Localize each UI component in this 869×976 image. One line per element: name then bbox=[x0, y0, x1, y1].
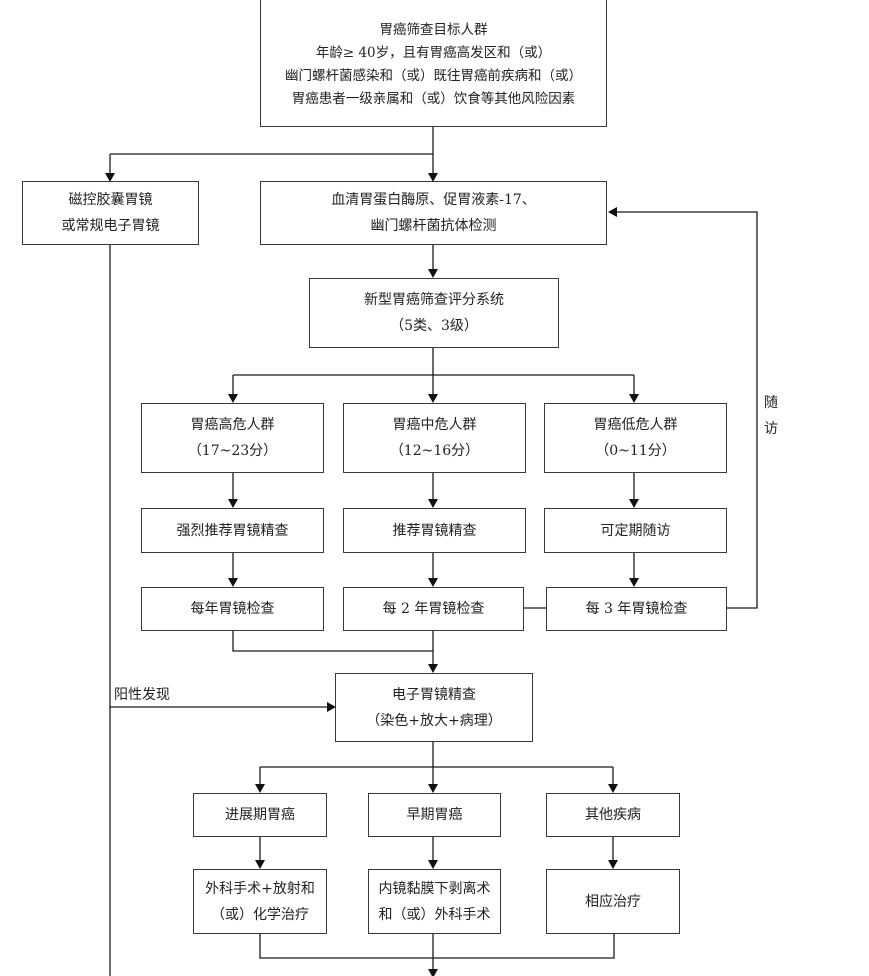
treatment-line: 相应治疗 bbox=[585, 893, 641, 910]
diagnosis-other-box: 其他疾病 bbox=[546, 793, 680, 837]
risk-group-score: （0~11分） bbox=[595, 443, 676, 459]
treatment-line: 外科手术+放射和 bbox=[205, 880, 315, 897]
risk-group-low-box: 胃癌低危人群 （0~11分） bbox=[544, 403, 727, 473]
connector-merge-freq bbox=[232, 630, 433, 652]
arrowhead bbox=[428, 499, 438, 508]
risk-group-score: （12~16分） bbox=[389, 443, 480, 459]
arrowhead bbox=[629, 578, 639, 587]
arrowhead bbox=[629, 499, 639, 508]
diagnosis-early-box: 早期胃癌 bbox=[368, 793, 501, 837]
target-population-box: 胃癌筛查目标人群 年龄≥ 40岁，且有胃癌高发区和（或） 幽门螺杆菌感染和（或）… bbox=[260, 0, 607, 127]
arrowhead bbox=[608, 784, 618, 793]
frequency-text: 每 3 年胃镜检查 bbox=[585, 601, 688, 617]
arrowhead bbox=[428, 860, 438, 869]
target-population-line: 幽门螺杆菌感染和（或）既往胃癌前疾病和（或） bbox=[285, 68, 582, 84]
endoscopy-option-line: 磁控胶囊胃镜 bbox=[68, 192, 153, 208]
arrowhead bbox=[255, 860, 265, 869]
diagnosis-name: 进展期胃癌 bbox=[225, 807, 295, 823]
recommendation-mid-box: 推荐胃镜精查 bbox=[343, 508, 526, 553]
recommendation-text: 推荐胃镜精查 bbox=[392, 522, 477, 539]
treatment-advanced-box: 外科手术+放射和 （或）化学治疗 bbox=[193, 869, 327, 934]
positive-finding-label: 阳性发现 bbox=[114, 687, 170, 703]
frequency-high-box: 每年胃镜检查 bbox=[141, 587, 324, 631]
treatment-other-box: 相应治疗 bbox=[546, 869, 680, 934]
follow-up-char: 随 bbox=[764, 395, 778, 411]
diagnosis-name: 其他疾病 bbox=[585, 807, 641, 823]
frequency-mid-box: 每 2 年胃镜检查 bbox=[343, 587, 524, 631]
arrowhead bbox=[428, 394, 438, 403]
arrowhead bbox=[327, 702, 336, 712]
target-population-line: 胃癌患者一级亲属和（或）饮食等其他风险因素 bbox=[291, 91, 576, 107]
arrowhead bbox=[105, 173, 115, 182]
scoring-system-subtitle: （5类、3级） bbox=[390, 318, 478, 334]
precise-endoscopy-title: 电子胃镜精查 bbox=[392, 686, 476, 703]
arrowhead bbox=[228, 499, 238, 508]
treatment-line: （或）化学治疗 bbox=[211, 906, 309, 923]
arrowhead bbox=[428, 664, 438, 673]
risk-group-name: 胃癌高危人群 bbox=[190, 417, 275, 433]
scoring-system-title: 新型胃癌筛查评分系统 bbox=[364, 292, 504, 308]
risk-group-mid-box: 胃癌中危人群 （12~16分） bbox=[343, 403, 526, 473]
frequency-low-box: 每 3 年胃镜检查 bbox=[546, 587, 727, 631]
recommendation-low-box: 可定期随访 bbox=[544, 508, 727, 553]
diagnosis-name: 早期胃癌 bbox=[406, 807, 463, 823]
arrowhead bbox=[608, 207, 617, 217]
arrowhead bbox=[428, 784, 438, 793]
arrowhead bbox=[255, 784, 265, 793]
arrowhead bbox=[428, 578, 438, 587]
endoscopy-option-line: 或常规电子胃镜 bbox=[61, 218, 160, 234]
serum-test-line: 幽门螺杆菌抗体检测 bbox=[370, 218, 497, 234]
serum-test-box: 血清胃蛋白酶原、促胃液素-17、 幽门螺杆菌抗体检测 bbox=[260, 181, 607, 245]
risk-group-high-box: 胃癌高危人群 （17~23分） bbox=[141, 403, 324, 473]
treatment-line: 内镜黏膜下剥离术 bbox=[378, 880, 491, 897]
target-population-title: 胃癌筛查目标人群 bbox=[379, 22, 488, 38]
diagnosis-advanced-box: 进展期胃癌 bbox=[193, 793, 327, 837]
recommendation-text: 强烈推荐胃镜精查 bbox=[176, 522, 289, 539]
treatment-early-box: 内镜黏膜下剥离术 和（或）外科手术 bbox=[368, 869, 501, 934]
scoring-system-box: 新型胃癌筛查评分系统 （5类、3级） bbox=[309, 278, 559, 348]
risk-group-name: 胃癌中危人群 bbox=[392, 417, 477, 433]
precise-endoscopy-box: 电子胃镜精查 （染色+放大+病理） bbox=[335, 673, 533, 742]
arrowhead bbox=[428, 269, 438, 278]
treatment-line: 和（或）外科手术 bbox=[378, 906, 491, 923]
precise-endoscopy-subtitle: （染色+放大+病理） bbox=[366, 712, 502, 729]
connector-merge-treatment bbox=[259, 934, 615, 959]
arrowhead bbox=[608, 860, 618, 869]
arrowhead bbox=[428, 173, 438, 182]
frequency-text: 每 2 年胃镜检查 bbox=[382, 601, 485, 617]
arrowhead bbox=[228, 578, 238, 587]
frequency-text: 每年胃镜检查 bbox=[190, 601, 275, 617]
target-population-line: 年龄≥ 40岁，且有胃癌高发区和（或） bbox=[315, 45, 552, 61]
arrowhead bbox=[228, 394, 238, 403]
recommendation-text: 可定期随访 bbox=[600, 522, 671, 539]
follow-up-char: 访 bbox=[764, 421, 778, 437]
arrowhead bbox=[428, 969, 438, 976]
follow-up-loop bbox=[614, 211, 758, 609]
risk-group-score: （17~23分） bbox=[187, 443, 278, 459]
recommendation-high-box: 强烈推荐胃镜精查 bbox=[141, 508, 324, 553]
endoscopy-option-box: 磁控胶囊胃镜 或常规电子胃镜 bbox=[22, 181, 199, 245]
follow-up-label: 随 访 bbox=[764, 390, 778, 442]
arrowhead bbox=[629, 394, 639, 403]
serum-test-line: 血清胃蛋白酶原、促胃液素-17、 bbox=[331, 192, 536, 208]
risk-group-name: 胃癌低危人群 bbox=[593, 417, 678, 433]
